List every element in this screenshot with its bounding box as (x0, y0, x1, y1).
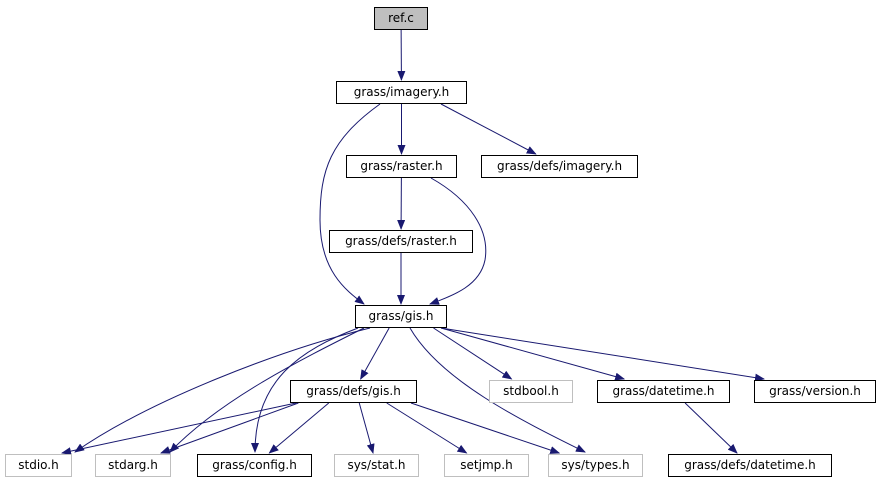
node-stdio-h: stdio.h (5, 454, 72, 477)
edge-defs_gis-to-config (268, 402, 330, 454)
node-grass-version-h[interactable]: grass/version.h (754, 380, 876, 403)
edge-gis-to-defs_gis (360, 327, 390, 380)
node-grass-defs-gis-h[interactable]: grass/defs/gis.h (290, 380, 417, 403)
edge-gis-to-sys_types (409, 327, 586, 453)
edge-imagery-to-gis (319, 103, 381, 305)
node-grass-raster-h[interactable]: grass/raster.h (346, 155, 457, 178)
edge-imagery-to-defs_imagery (440, 103, 537, 155)
edge-gis-to-stdio (74, 327, 371, 453)
node-grass-config-h[interactable]: grass/config.h (197, 454, 312, 477)
node-setjmp-h: setjmp.h (444, 454, 529, 477)
node-grass-defs-raster-h[interactable]: grass/defs/raster.h (329, 230, 473, 253)
node-ref-c: ref.c (374, 7, 428, 30)
node-stdarg-h: stdarg.h (95, 454, 171, 477)
node-stdbool-h: stdbool.h (489, 380, 573, 403)
edge-gis-to-version (440, 327, 765, 382)
edge-gis-to-config (251, 327, 359, 453)
edge-defs_gis-to-stdio (61, 402, 297, 456)
edge-gis-to-stdbool (433, 327, 513, 380)
node-grass-imagery-h[interactable]: grass/imagery.h (336, 81, 467, 104)
edge-datetime-to-defs_datetime (684, 402, 738, 454)
edge-gis-to-stdarg (169, 327, 365, 453)
node-grass-defs-datetime-h[interactable]: grass/defs/datetime.h (668, 454, 832, 477)
edge-defs_gis-to-sys_stat (358, 402, 375, 454)
node-grass-gis-h[interactable]: grass/gis.h (355, 305, 447, 328)
edge-gis-to-datetime (440, 327, 626, 381)
edge-defs_gis-to-stdarg (160, 402, 299, 454)
edge-defs_gis-to-setjmp (386, 402, 468, 454)
edge-raster-to-gis (429, 177, 487, 305)
node-sys-stat-h: sys/stat.h (334, 454, 419, 477)
node-grass-defs-imagery-h[interactable]: grass/defs/imagery.h (481, 155, 638, 178)
edge-defs_gis-to-sys_types (410, 402, 561, 454)
node-sys-types-h: sys/types.h (548, 454, 643, 477)
node-grass-datetime-h[interactable]: grass/datetime.h (597, 380, 730, 403)
